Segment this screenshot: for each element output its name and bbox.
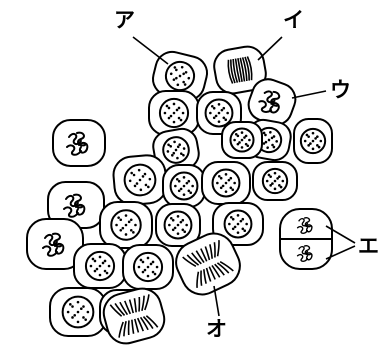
label-a: ア [114, 10, 135, 31]
cell-3 [149, 91, 199, 135]
cell-19 [74, 244, 126, 288]
cell-7 [294, 119, 332, 163]
cell-12 [253, 162, 297, 200]
cell-11 [202, 162, 250, 204]
leader-a [133, 37, 168, 64]
cell-16 [280, 209, 332, 269]
leader-u [292, 91, 326, 98]
cell-20 [123, 245, 173, 289]
leader-i [258, 37, 282, 60]
cell-15 [156, 204, 200, 246]
cell-22 [50, 288, 106, 336]
label-u: ウ [330, 80, 351, 101]
label-e: エ [358, 236, 379, 257]
cell-10 [163, 165, 205, 207]
cell-24 [222, 122, 262, 158]
cell-14 [100, 202, 152, 248]
cell-8 [53, 120, 105, 166]
cell-9 [112, 154, 168, 206]
label-o: オ [206, 319, 227, 340]
label-i: イ [283, 10, 304, 31]
